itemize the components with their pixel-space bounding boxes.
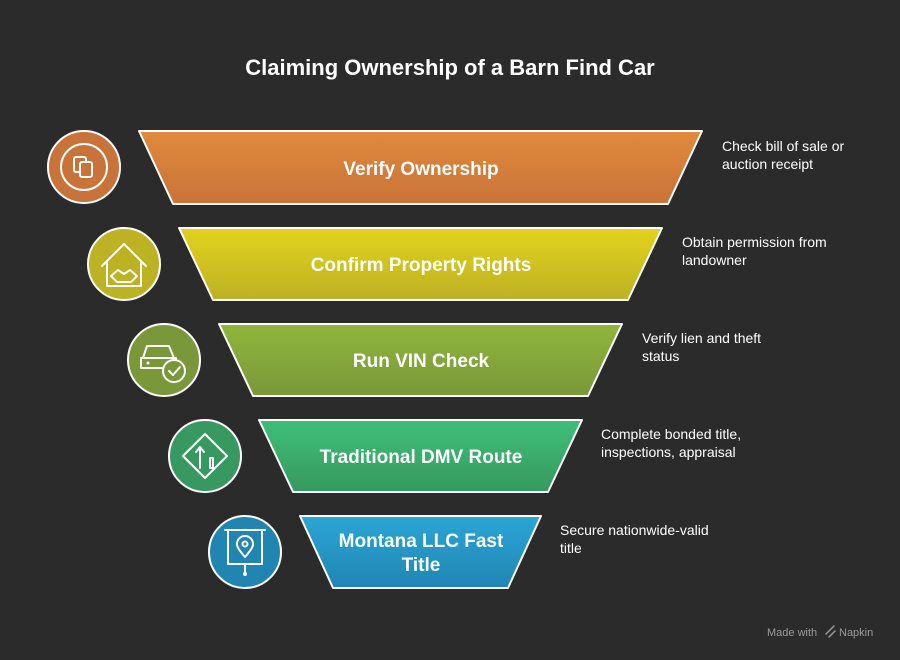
stage-description-line: Obtain permission from: [682, 234, 827, 250]
stage-label: Confirm Property Rights: [311, 255, 532, 276]
stage-label: Montana LLC Fast: [339, 531, 504, 552]
stage-description-line: Complete bonded title,: [601, 426, 741, 442]
pencil-icon: [825, 625, 836, 638]
stage-label: Run VIN Check: [353, 351, 490, 372]
diagram-title: Claiming Ownership of a Barn Find Car: [245, 55, 655, 80]
stage-description-line: inspections, appraisal: [601, 444, 736, 460]
funnel-segment: [138, 130, 703, 205]
stage-description-line: title: [560, 540, 582, 556]
house-handshake-icon: [87, 227, 161, 301]
funnel-segment: [258, 419, 583, 493]
stage-label: Traditional DMV Route: [320, 447, 523, 468]
stage-description-line: auction receipt: [722, 156, 813, 172]
car-check-icon: [127, 323, 201, 397]
stage-traditional-dmv-route: Traditional DMV Route Complete bonded ti…: [168, 419, 741, 493]
footer-brand: Napkin: [839, 627, 873, 639]
footer-prefix: Made with: [767, 627, 817, 639]
stage-verify-ownership: Verify Ownership Check bill of sale or a…: [47, 130, 845, 205]
funnel-segment: [178, 227, 663, 301]
stage-label: Title: [402, 555, 441, 576]
map-pin-board-icon: [208, 515, 282, 589]
stage-description-line: Secure nationwide-valid: [560, 522, 709, 538]
stage-description-line: status: [642, 348, 679, 364]
stage-run-vin-check: Run VIN Check Verify lien and theft stat…: [127, 323, 761, 397]
stage-description-line: Check bill of sale or: [722, 138, 845, 154]
stage-label: Verify Ownership: [343, 159, 498, 180]
stage-montana-llc-fast-title: Montana LLC Fast Title Secure nationwide…: [208, 515, 709, 589]
documents-icon: [47, 130, 121, 204]
funnel-segment: [218, 323, 623, 397]
road-sign-icon: [168, 419, 242, 493]
stage-confirm-property-rights: Confirm Property Rights Obtain permissio…: [87, 227, 827, 301]
stage-description-line: landowner: [682, 252, 747, 268]
funnel-segment: [299, 515, 542, 589]
footer-badge: Made with Napkin: [767, 625, 873, 639]
stage-description-line: Verify lien and theft: [642, 330, 761, 346]
